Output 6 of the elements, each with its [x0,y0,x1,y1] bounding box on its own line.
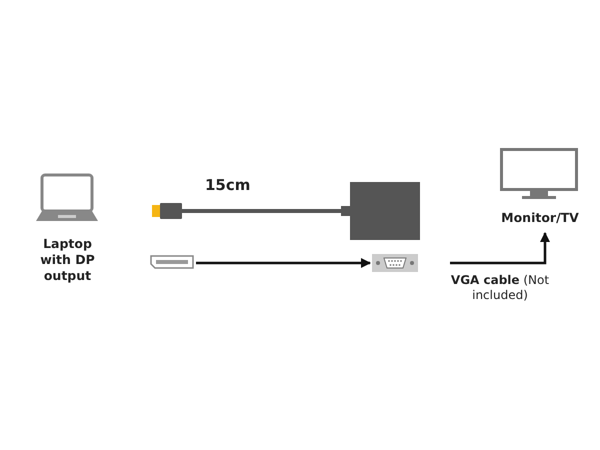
device-label: Monitor/TV [500,210,580,226]
arrow [196,258,371,268]
edge-label: VGA cable (Not included) [450,273,550,303]
length-label: 15cm [205,176,250,194]
arrow [450,232,550,264]
device-label: Laptop with DP output [39,236,96,284]
